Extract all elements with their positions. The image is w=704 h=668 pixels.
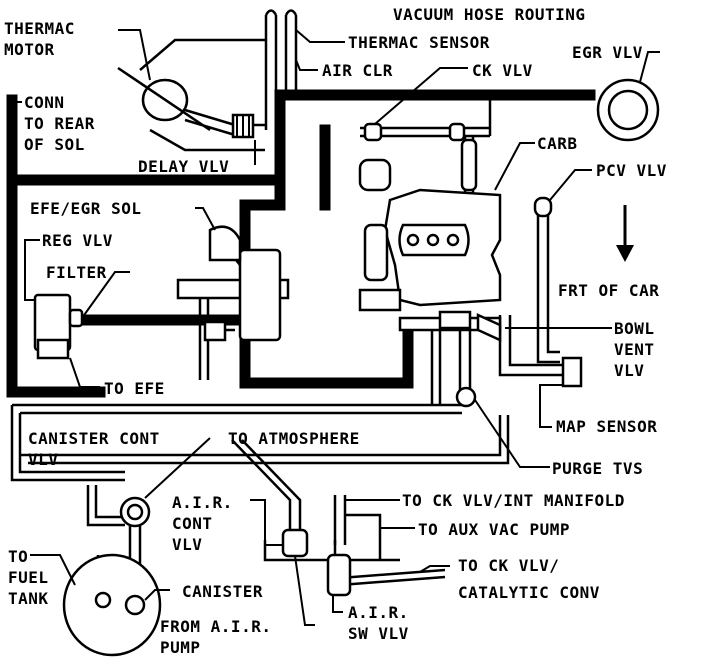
canister-cont-vlv-line-1: CANISTER CONT (28, 429, 160, 448)
conn-rear-sol-line-1: CONN (24, 93, 65, 112)
to-fuel-tank-line-2: FUEL (8, 568, 49, 587)
to-ck-vlv-catalytic-line-2: CATALYTIC CONV (458, 583, 600, 602)
bowl-vent-vlv-line-3: VLV (614, 361, 645, 380)
bowl-vent-valve-shape (438, 310, 502, 342)
map-sensor-shape (561, 356, 583, 388)
air-cont-vlv-line-3: VLV (172, 535, 203, 554)
to-ck-vlv-catalytic-line-1: TO CK VLV/ (458, 556, 560, 575)
efe-egr-sol-label: EFE/EGR SOL (30, 199, 142, 218)
to-aux-vac-pump-label: TO AUX VAC PUMP (418, 520, 570, 539)
from-air-pump-label: FROM A.I.R. PUMP (160, 616, 271, 658)
map-sensor-label: MAP SENSOR (556, 417, 658, 436)
frt-of-car-arrow (616, 205, 634, 262)
to-fuel-tank-line-3: TANK (8, 589, 49, 608)
filter-label: FILTER (46, 263, 107, 282)
to-fuel-tank-label: TO FUEL TANK (8, 546, 49, 609)
diagram-title: VACUUM HOSE ROUTING (393, 5, 586, 24)
ck-vlv-label: CK VLV (472, 61, 533, 80)
leader-lines (11, 29, 660, 626)
canister-cont-valve-shape (119, 496, 151, 528)
to-ck-vlv-int-manifold-label: TO CK VLV/INT MANIFOLD (402, 491, 625, 510)
conn-rear-sol-line-2: TO REAR (24, 114, 95, 133)
reg-vlv-label: REG VLV (42, 231, 113, 250)
thermac-motor-shape (117, 38, 265, 152)
bowl-vent-vlv-label: BOWL VENT VLV (614, 318, 655, 381)
thermac-motor-label-line-2: MOTOR (4, 40, 55, 59)
delay-valve-shape (231, 113, 255, 139)
air-cont-valve-shape (281, 528, 309, 558)
pcv-vlv-label: PCV VLV (596, 161, 667, 180)
conn-rear-sol-line-3: OF SOL (24, 135, 85, 154)
air-cont-vlv-line-1: A.I.R. (172, 493, 233, 512)
ck-valve-shape (363, 122, 466, 142)
pcv-valve-shape (533, 196, 553, 218)
to-ck-vlv-catalytic-conv-label: TO CK VLV/ CATALYTIC CONV (458, 555, 600, 603)
bowl-vent-vlv-line-2: VENT (614, 340, 655, 359)
canister-cont-vlv-label: CANISTER CONT VLV (28, 428, 160, 470)
conn-rear-sol-label: CONN TO REAR OF SOL (24, 92, 95, 155)
purge-tvs-label: PURGE TVS (552, 459, 644, 478)
carburetor-shape (358, 138, 502, 332)
canister-shape (62, 553, 162, 657)
thermac-motor-label-line-1: THERMAC (4, 19, 75, 38)
canister-label: CANISTER (182, 582, 264, 601)
bowl-vent-vlv-line-1: BOWL (614, 319, 655, 338)
air-clr-label: AIR CLR (322, 61, 393, 80)
egr-valve-shape (596, 78, 660, 142)
thermac-sensor-label: THERMAC SENSOR (348, 33, 490, 52)
from-air-pump-line-2: PUMP (160, 638, 201, 657)
reg-valve-shape (33, 293, 84, 360)
thermac-motor-label: THERMAC MOTOR (4, 18, 75, 60)
frt-of-car-label: FRT OF CAR (558, 281, 660, 300)
air-sw-vlv-line-1: A.I.R. (348, 603, 409, 622)
air-sw-valve-shape (326, 553, 352, 597)
air-sw-vlv-label: A.I.R. SW VLV (348, 602, 409, 644)
from-air-pump-line-1: FROM A.I.R. (160, 617, 272, 636)
purge-tvs-shape (455, 386, 477, 408)
efe-egr-solenoid-shape (176, 225, 290, 342)
air-cont-vlv-line-2: CONT (172, 514, 213, 533)
to-efe-label: TO EFE (104, 379, 165, 398)
carb-label: CARB (537, 134, 578, 153)
to-atmosphere-label: TO ATMOSPHERE (228, 429, 360, 448)
delay-vlv-label: DELAY VLV (138, 157, 230, 176)
air-cont-vlv-label: A.I.R. CONT VLV (172, 492, 233, 555)
egr-vlv-label: EGR VLV (572, 43, 643, 62)
air-sw-vlv-line-2: SW VLV (348, 624, 409, 643)
canister-cont-vlv-line-2: VLV (28, 450, 59, 469)
to-fuel-tank-line-1: TO (8, 547, 29, 566)
